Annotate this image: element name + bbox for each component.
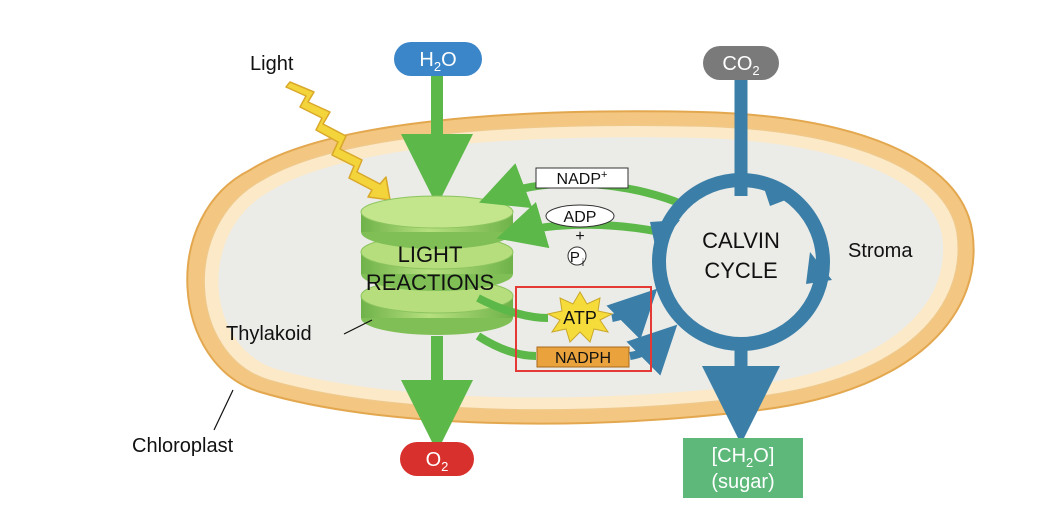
- nadph-to-calvin-arrow: [626, 324, 678, 376]
- calvin-arrowhead-left: [650, 220, 680, 250]
- plus-sign: +: [575, 228, 584, 245]
- phosphate-circle-icon: [567, 246, 587, 266]
- h2o-pill: [394, 42, 482, 76]
- light-to-nadph-arrow: [475, 332, 537, 360]
- co2-pill: [703, 46, 779, 80]
- nadp-box: [535, 167, 629, 189]
- o2-pill: [400, 442, 474, 476]
- nadph-label: NADPH: [555, 350, 611, 367]
- atp-nadph-highlight-box: [515, 286, 652, 372]
- adp-label: ADP: [564, 209, 597, 226]
- atp-label: ATP: [563, 308, 597, 328]
- light-label: Light: [250, 53, 294, 75]
- light-reactions-label-line1: LIGHT: [398, 242, 463, 267]
- sugar-label: (sugar): [711, 471, 774, 493]
- calvin-arrowhead-right: [806, 252, 832, 284]
- h2o-label: H2O: [419, 49, 456, 74]
- calvin-arrowhead-top: [760, 176, 796, 206]
- thylakoid-label: Thylakoid: [226, 323, 312, 345]
- co2-label: CO2: [722, 53, 759, 78]
- calvin-cycle-label-line2: CYCLE: [704, 258, 777, 283]
- adp-badge: [545, 204, 615, 228]
- sugar-box: [683, 438, 803, 498]
- chloroplast-leader-line: [213, 389, 234, 431]
- o2-label: O2: [426, 449, 449, 474]
- calvin-cycle-label-line1: CALVIN: [702, 228, 780, 253]
- stroma-label: Stroma: [848, 240, 913, 262]
- lightning-bolt-icon: [285, 81, 391, 201]
- nadp-label: NADP+: [557, 169, 608, 188]
- thylakoid-stack: [360, 195, 514, 335]
- light-reactions-label-line2: REACTIONS: [366, 270, 494, 295]
- chloroplast-label: Chloroplast: [132, 435, 234, 457]
- nadph-box: [536, 346, 630, 368]
- atp-to-calvin-arrow: [606, 288, 658, 340]
- thylakoid-leader-line: [343, 319, 373, 335]
- atp-star-icon: [546, 291, 614, 343]
- chloroplast: [186, 110, 975, 425]
- ch2o-label: [CH2O]: [712, 445, 775, 470]
